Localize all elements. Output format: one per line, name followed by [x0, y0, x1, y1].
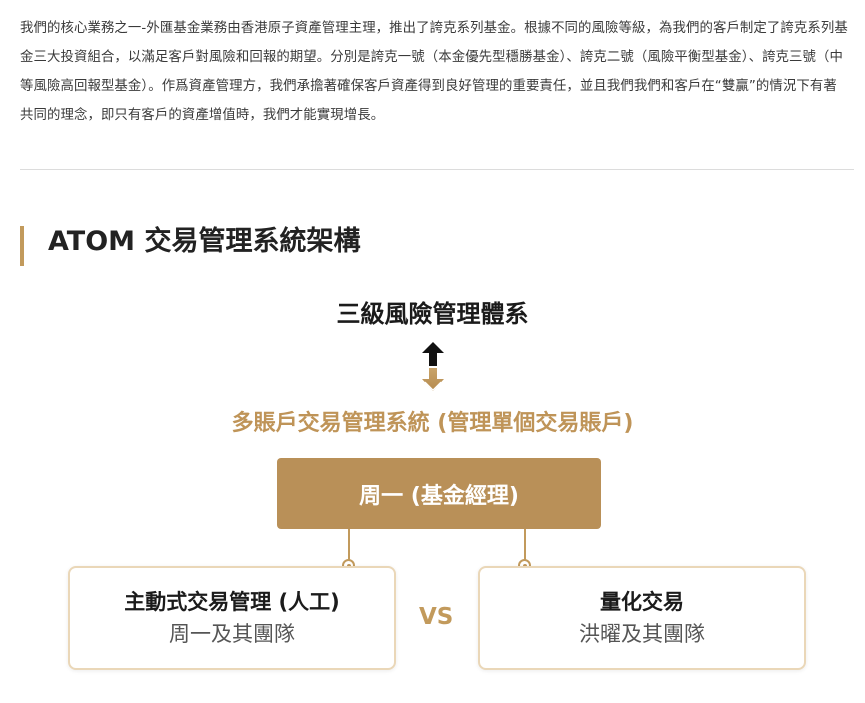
section-title: ATOM 交易管理系統架構 [48, 226, 361, 257]
bidirectional-arrow-icon [422, 342, 444, 391]
fund-manager-label: 周一 (基金經理) [359, 483, 519, 509]
connector-right [524, 529, 526, 561]
quant-trading-title: 量化交易 [600, 590, 684, 614]
connector-left [348, 529, 350, 561]
quant-trading-team: 洪曜及其團隊 [579, 622, 705, 646]
intro-paragraph: 我們的核心業務之一-外匯基金業務由香港原子資產管理主理，推出了誇克系列基金。根據… [20, 21, 848, 123]
fund-manager-box: 周一 (基金經理) [277, 458, 601, 529]
trading-system-title: 多賬戶交易管理系統 (管理單個交易賬戶) [231, 411, 634, 436]
quant-trading-box: 量化交易 洪曜及其團隊 [478, 566, 806, 670]
vs-label: VS [419, 604, 454, 630]
divider [20, 169, 854, 170]
active-trading-box: 主動式交易管理 (人工) 周一及其團隊 [68, 566, 396, 670]
active-trading-title: 主動式交易管理 (人工) [124, 590, 340, 614]
risk-system-title: 三級風險管理體系 [336, 300, 529, 328]
section-accent-bar [20, 226, 24, 266]
active-trading-team: 周一及其團隊 [169, 622, 295, 646]
